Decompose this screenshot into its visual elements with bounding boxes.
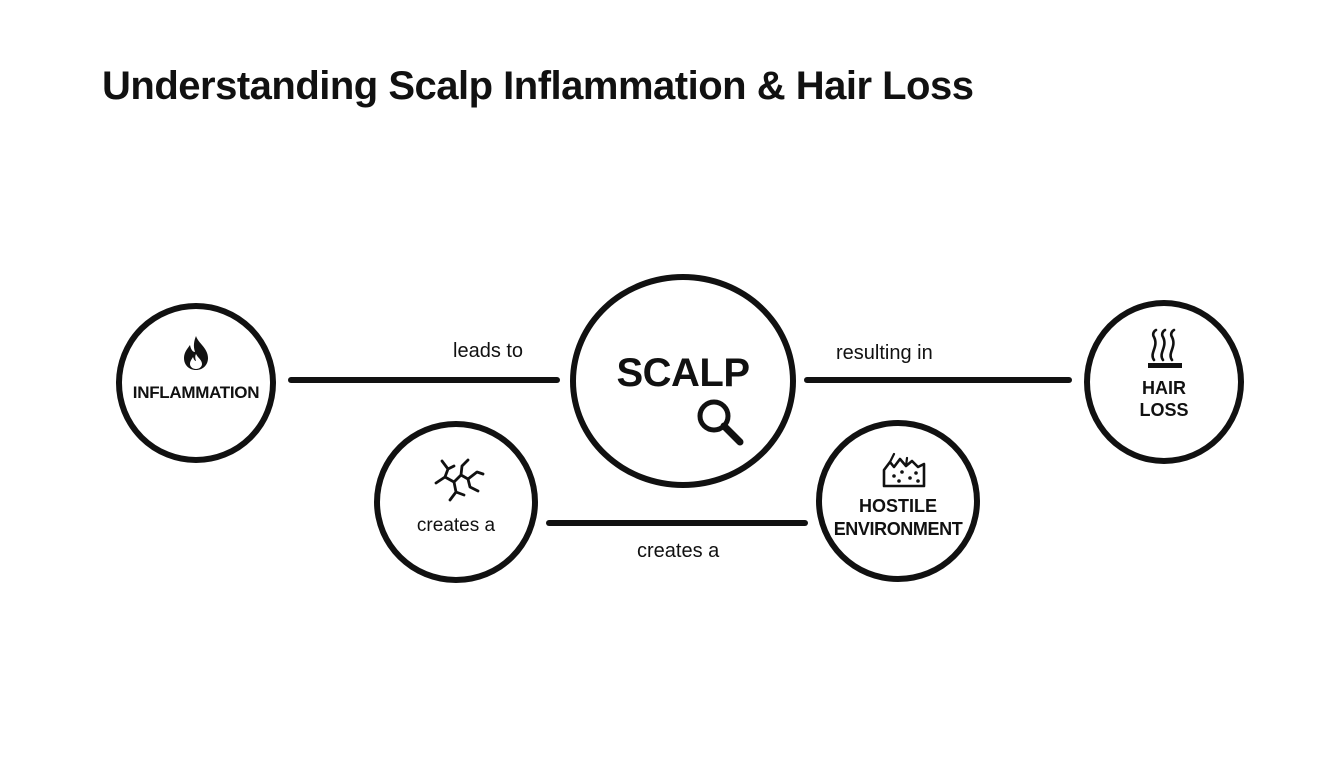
- hair-loss-label-line2: LOSS: [1139, 400, 1189, 420]
- hostile-label-line1: HOSTILE: [858, 496, 937, 516]
- edge-label-creates-a: creates a: [637, 540, 720, 562]
- connector-inflammation-scalp: [288, 377, 560, 383]
- hostile-environment-node: HOSTILE ENVIRONMENT: [816, 420, 980, 582]
- damage-node: creates a: [374, 421, 538, 583]
- edge-label-resulting-in: resulting in: [836, 342, 933, 364]
- page-title: Understanding Scalp Inflammation & Hair …: [102, 64, 974, 108]
- hostile-label-line2: ENVIRONMENT: [833, 519, 963, 539]
- cracked-skin-icon: [434, 458, 485, 502]
- hair-loss-label-line1: HAIR: [1142, 378, 1186, 398]
- scalp-label: SCALP: [616, 351, 750, 395]
- connector-scalp-hair-loss: [804, 377, 1072, 383]
- edge-label-leads-to: leads to: [453, 340, 524, 362]
- scalp-node: SCALP: [570, 274, 796, 488]
- hair-loss-node: HAIR LOSS: [1084, 300, 1244, 464]
- magnifier-icon: [697, 399, 744, 446]
- hair-strands-icon: [1148, 328, 1182, 368]
- damage-label: creates a: [416, 515, 496, 536]
- flame-icon: [184, 336, 208, 370]
- inflammation-node: INFLAMMATION: [116, 303, 276, 463]
- inflammation-label: INFLAMMATION: [132, 383, 260, 402]
- damaged-tissue-icon: [882, 452, 926, 488]
- connector-damage-hostile: [546, 520, 808, 526]
